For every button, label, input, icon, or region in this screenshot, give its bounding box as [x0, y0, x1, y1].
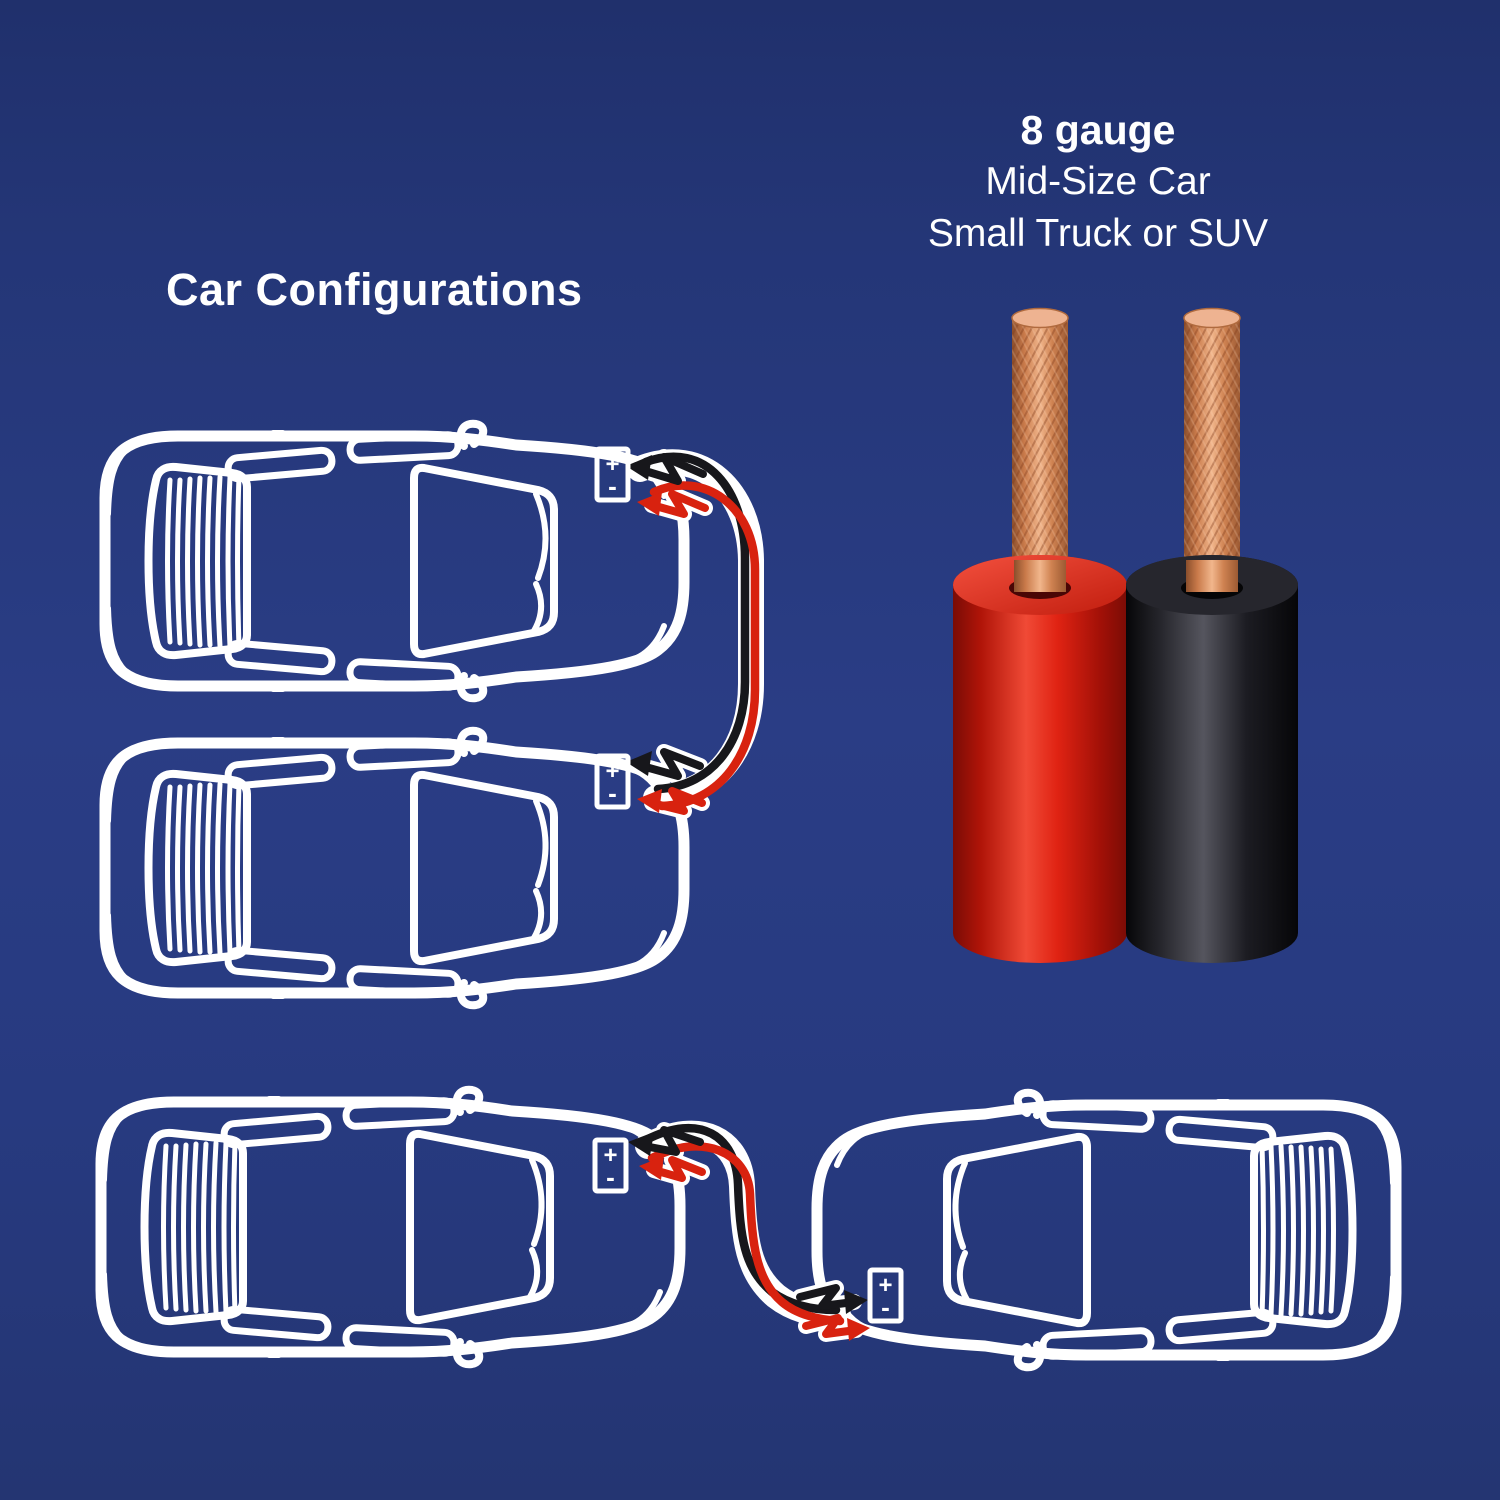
battery-negative-terminal: -	[606, 1162, 615, 1192]
black-insulation	[1126, 555, 1298, 963]
black-clamp-top	[626, 453, 707, 485]
black-wire	[1126, 307, 1298, 963]
red-cable	[647, 1142, 845, 1326]
vehicle-type-label-1: Mid-Size Car	[985, 160, 1211, 203]
jumper-cable-front-to-front	[628, 1120, 870, 1342]
battery-negative-terminal: -	[881, 1292, 890, 1322]
red-wire	[953, 307, 1127, 963]
page-title: Car Configurations	[166, 264, 583, 315]
battery-car-top-left: + -	[594, 446, 631, 503]
red-clamp-right	[802, 1314, 870, 1341]
battery-positive-terminal: +	[603, 1142, 617, 1169]
battery-positive-terminal: +	[605, 451, 619, 478]
black-cable	[641, 452, 750, 794]
copper-strand-tip	[1183, 307, 1241, 329]
vehicle-type-label-2: Small Truck or SUV	[927, 212, 1269, 255]
red-cable	[649, 481, 760, 811]
battery-positive-terminal: +	[878, 1272, 892, 1299]
copper-strand-tip	[1011, 307, 1069, 329]
red-clamp-left	[639, 1156, 706, 1182]
battery-negative-terminal: -	[608, 778, 617, 808]
gauge-size-label: 8 gauge	[1020, 107, 1176, 153]
battery-car-bottom-right: + -	[867, 1267, 904, 1324]
battery-negative-terminal: -	[608, 471, 617, 501]
black-clamp-left	[628, 1126, 704, 1156]
battery-car-middle-left: + -	[594, 753, 631, 810]
red-clamp-bottom	[637, 787, 706, 815]
wire-gauge-label: 8 gauge Mid-Size Car Small Truck or SUV	[878, 104, 1318, 260]
car-bottom-left	[101, 1090, 680, 1365]
black-clamp-bottom	[626, 748, 704, 780]
red-clamp-top	[637, 490, 709, 518]
jumper-cable-side-by-side	[626, 449, 764, 819]
red-insulation	[953, 555, 1127, 963]
black-clamp-right	[796, 1284, 868, 1314]
car-bottom-right	[817, 1093, 1396, 1368]
battery-car-bottom-left: + -	[592, 1137, 629, 1194]
battery-positive-terminal: +	[605, 758, 619, 785]
black-cable	[641, 1123, 841, 1315]
